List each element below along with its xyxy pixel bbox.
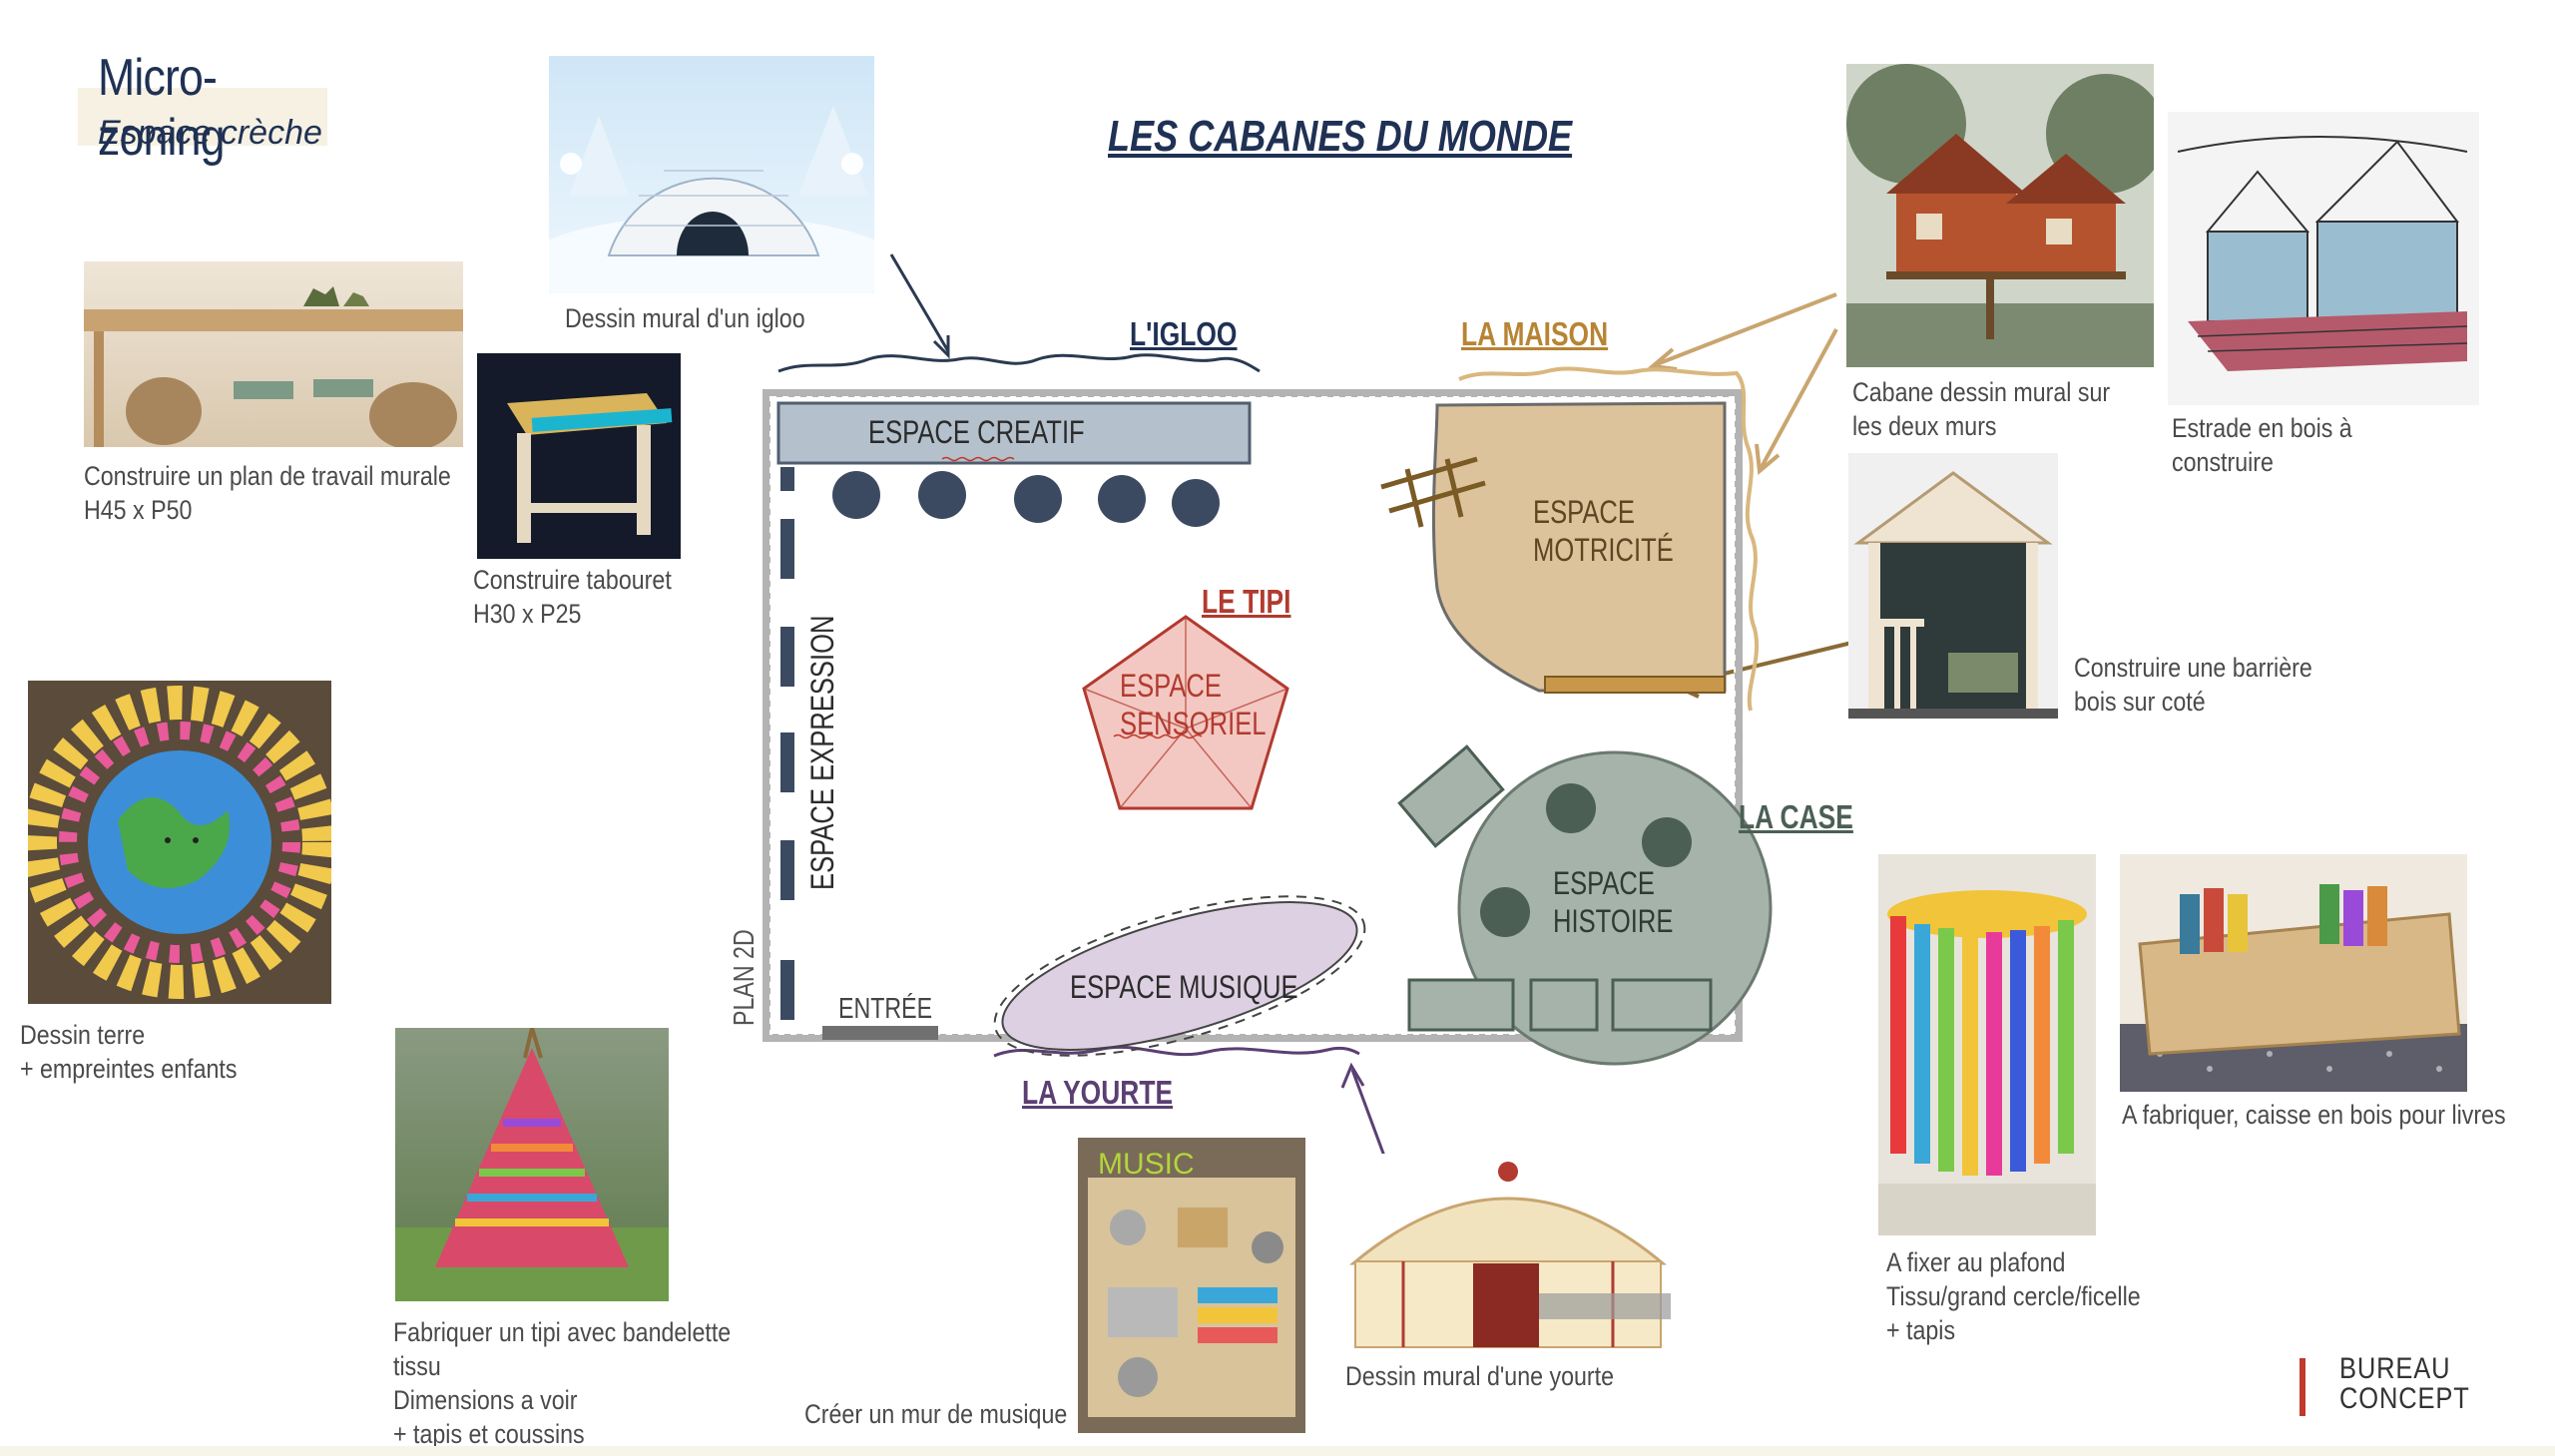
caption-plafond: A fixer au plafond Tissu/grand cercle/fi… xyxy=(1886,1245,2141,1347)
caisse-image xyxy=(2120,854,2467,1092)
caption-cabane: Cabane dessin mural sur les deux murs xyxy=(1852,375,2110,443)
igloo-arrow xyxy=(889,253,950,359)
terre-line-1: Dessin terre xyxy=(20,1020,146,1050)
sensoriel-squiggle xyxy=(1113,733,1203,739)
igloo-image xyxy=(549,56,874,293)
cabane-line-2: les deux murs xyxy=(1852,411,1997,441)
room-wall-outer xyxy=(763,389,1743,1042)
espace-motricite-zone xyxy=(1431,401,1727,693)
plafond-image xyxy=(1878,854,2096,1235)
espace-musique-zone xyxy=(1001,901,1358,1051)
tipi-line-4: + tapis et coussins xyxy=(393,1419,585,1449)
espace-musique-label: ESPACE MUSIQUE xyxy=(1070,969,1298,1005)
plafond-line-1: A fixer au plafond xyxy=(1886,1247,2066,1277)
caption-yourte: Dessin mural d'une yourte xyxy=(1345,1361,1615,1391)
barriere-image xyxy=(1848,453,2058,719)
sensoriel-line-2: SENSORIEL xyxy=(1120,706,1267,741)
musique-image: MUSIC xyxy=(1078,1138,1305,1433)
estrade-image xyxy=(2168,112,2479,405)
espace-histoire-zone xyxy=(1397,744,1773,1066)
tipi-line-2: tissu xyxy=(393,1351,441,1381)
tipi-line-1: Fabriquer un tipi avec bandelette xyxy=(393,1317,732,1347)
sensoriel-line-1: ESPACE xyxy=(1120,668,1222,704)
motricite-line-2: MOTRICITÉ xyxy=(1533,532,1674,568)
main-title: LES CABANES DU MONDE xyxy=(1108,112,1573,161)
logo-line-1: BUREAU xyxy=(2339,1352,2451,1385)
sensoriel-inner-lines xyxy=(1083,617,1288,809)
maison-wavy-wall xyxy=(1458,366,1760,712)
caption-plan-travail: Construire un plan de travail murale H45… xyxy=(84,459,451,527)
footer-strip xyxy=(0,1446,2555,1456)
espace-sensoriel-label: ESPACE SENSORIEL xyxy=(1120,667,1267,742)
plan-2d-text: PLAN 2D xyxy=(729,929,761,1026)
yourte-arrow xyxy=(1340,1062,1391,1171)
maison-arrow-2 xyxy=(1755,328,1838,475)
logo-bar xyxy=(2300,1358,2305,1416)
estrade-line-1: Estrade en bois à xyxy=(2172,413,2352,443)
terre-image xyxy=(28,681,331,1004)
caption-estrade: Estrade en bois à construire xyxy=(2172,411,2352,479)
tipi-line-3: Dimensions a voir xyxy=(393,1385,578,1415)
logo-line-2: CONCEPT xyxy=(2339,1382,2470,1415)
cabane-line-1: Cabane dessin mural sur xyxy=(1852,377,2111,407)
maison-arrow-1 xyxy=(1648,292,1837,371)
plan-travail-image xyxy=(84,261,463,447)
header: Micro-zoning Espace crèche xyxy=(78,48,337,167)
espace-musique-dash xyxy=(993,895,1366,1057)
plan-travail-line-1: Construire un plan de travail murale xyxy=(84,461,451,491)
estrade-line-2: construire xyxy=(2172,447,2274,477)
histoire-line-1: ESPACE xyxy=(1553,865,1655,901)
caption-igloo: Dessin mural d'un igloo xyxy=(565,303,805,333)
caption-tabouret: Construire tabouret H30 x P25 xyxy=(473,563,672,631)
zone-label-igloo: L'IGLOO xyxy=(1130,315,1238,352)
plan-travail-line-2: H45 x P50 xyxy=(84,495,193,525)
espace-creatif-label: ESPACE CREATIF xyxy=(868,414,1085,450)
histoire-line-2: HISTOIRE xyxy=(1553,903,1674,939)
motricite-line-1: ESPACE xyxy=(1533,494,1635,530)
tabouret-image xyxy=(477,353,681,559)
room-wall-inner xyxy=(769,396,1736,1035)
plafond-line-2: Tissu/grand cercle/ficelle xyxy=(1886,1281,2141,1311)
barriere-line-1: Construire une barrière xyxy=(2074,653,2312,683)
cabane-image xyxy=(1846,64,2154,367)
entree-label: ENTRÉE xyxy=(838,993,933,1025)
caption-terre: Dessin terre + empreintes enfants xyxy=(20,1018,237,1086)
igloo-wavy-wall xyxy=(777,353,1261,373)
header-highlight xyxy=(78,88,327,146)
terre-line-2: + empreintes enfants xyxy=(20,1054,238,1084)
svg-text:MUSIC: MUSIC xyxy=(1098,1148,1195,1181)
logo-text: BUREAU CONCEPT xyxy=(2339,1354,2470,1414)
caption-caisse: A fabriquer, caisse en bois pour livres xyxy=(2122,1100,2506,1130)
espace-histoire-label: ESPACE HISTOIRE xyxy=(1553,864,1673,940)
plafond-line-3: + tapis xyxy=(1886,1315,1956,1345)
page-subtitle: Espace crèche xyxy=(98,114,322,152)
barriere-bois xyxy=(1544,676,1726,694)
ladder-icon xyxy=(1380,456,1486,528)
zone-label-yourte: LA YOURTE xyxy=(1022,1074,1174,1111)
bureau-concept-logo: BUREAU CONCEPT xyxy=(2300,1354,2519,1418)
yourte-wavy-wall xyxy=(993,1045,1360,1058)
barriere-line-2: bois sur coté xyxy=(2074,687,2206,717)
expression-panels xyxy=(780,467,794,1020)
yourte-image xyxy=(1343,1154,1673,1355)
creatif-squiggle xyxy=(941,456,1015,462)
espace-motricite-label: ESPACE MOTRICITÉ xyxy=(1533,493,1674,569)
zone-label-maison: LA MAISON xyxy=(1461,315,1609,352)
caption-musique: Créer un mur de musique xyxy=(804,1399,1068,1429)
caption-tipi: Fabriquer un tipi avec bandelette tissu … xyxy=(393,1315,731,1451)
tabouret-line-2: H30 x P25 xyxy=(473,599,582,629)
entree-door xyxy=(822,1026,938,1040)
zone-label-case: LA CASE xyxy=(1739,798,1853,835)
caption-barriere: Construire une barrière bois sur coté xyxy=(2074,651,2312,719)
expression-text: ESPACE EXPRESSION xyxy=(804,615,840,890)
zone-label-tipi: LE TIPI xyxy=(1202,583,1291,620)
page-title: Micro-zoning xyxy=(98,49,225,167)
tabouret-line-1: Construire tabouret xyxy=(473,565,672,595)
tipi-image xyxy=(395,1028,669,1301)
creatif-stools xyxy=(832,471,1220,527)
espace-creatif-zone xyxy=(776,401,1252,465)
